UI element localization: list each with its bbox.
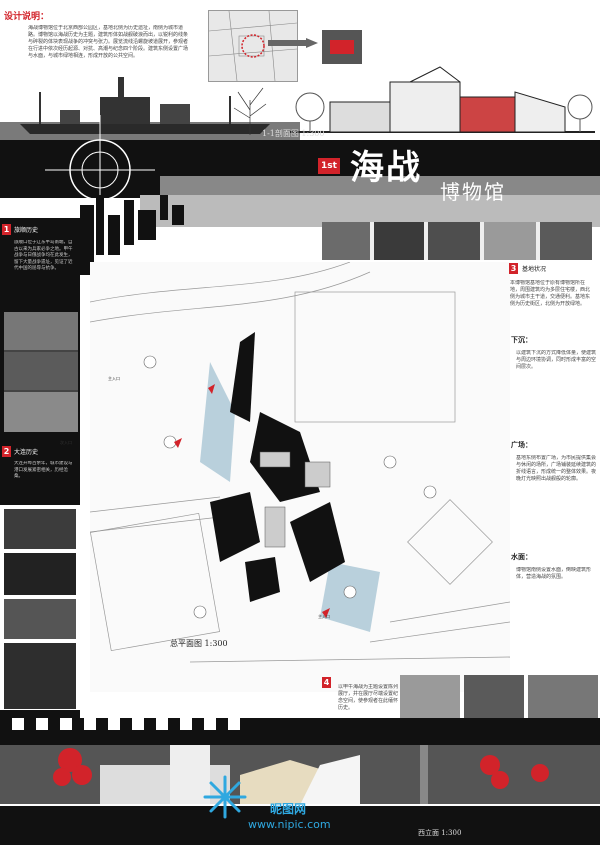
shuimian-heading: 水面：	[511, 553, 532, 561]
section-drawing	[290, 66, 595, 133]
xiachen-heading: 下沉：	[511, 336, 532, 344]
design-notes-heading: 设计说明：	[4, 12, 50, 22]
section-4-number: 4	[322, 677, 331, 688]
dalian-photos	[0, 505, 80, 710]
title-main: 海战	[350, 148, 422, 188]
section-4-text: 以甲午海战为主题设置陈列展厅，并在展厅尽端设置纪念空间，使参观者在此缅怀历史。	[338, 684, 398, 711]
design-notes-body: 海战博物馆位于北京西部公园区，基地北侧为历史遗址，南侧为城市道路。博物馆以海战历…	[28, 25, 188, 59]
section-2-text: 大连开埠百余年，城市建设与港口发展紧密相关，历经沧桑。	[14, 461, 73, 479]
section-2-number: 2	[2, 446, 11, 457]
site-plan-title: 总平面图 1:300	[170, 639, 228, 648]
arrow-icon	[268, 38, 318, 48]
watermark-site: 昵图网	[270, 802, 307, 816]
elevation-drawing	[0, 745, 600, 806]
naval-painting-strip	[400, 675, 598, 719]
history-photos	[4, 312, 78, 432]
section-title: 1-1剖面图 1:300	[262, 129, 325, 138]
title-badge: 1st	[318, 158, 340, 174]
section-3-label: 基地状况	[522, 266, 547, 273]
xiachen-text: 以建筑下沉的方式降低体量，使建筑与周边环境协调，同时形成丰富的空间层次。	[516, 350, 596, 370]
elevation-title: 西立面 1:300	[418, 829, 462, 837]
guangchang-text: 基地东侧布置广场，为市民提供集会与休闲的场所，广场铺装延续建筑的折线语言，形成统…	[516, 455, 596, 482]
section-1-text: 旅顺口位于辽东半岛南端，自古以来为兵家必争之地。甲午战争与日俄战争均在此发生，留…	[14, 240, 73, 271]
section-3-number: 3	[509, 263, 518, 274]
site-photo-thumbnail	[322, 30, 362, 64]
entrance-label-c: 主入口	[318, 614, 330, 619]
snowflake-icon	[203, 775, 247, 819]
section-2-label: 大连历史	[14, 449, 39, 456]
section-1-number: 1	[2, 224, 11, 235]
section-3-text: 本博物馆基地位于原有博物馆所在地，周围建筑均为多层住宅楼，西北侧为城市主干道，交…	[510, 280, 591, 307]
shuimian-text: 博物馆南侧设置水面，倒映建筑形体，营造海战的氛围。	[516, 567, 592, 580]
entrance-label-b: 次入口	[60, 440, 72, 445]
tree-icon	[233, 87, 267, 135]
entrance-label-a: 主入口	[108, 376, 120, 381]
pixel-pattern	[0, 718, 240, 730]
watermark-url: www.nipic.com	[248, 818, 331, 831]
site-plan	[90, 262, 510, 692]
section-1-label: 旅顺历史	[14, 227, 39, 234]
skyline-graphic	[80, 195, 184, 275]
title-sub: 博物馆	[440, 180, 506, 204]
city-photo-strip	[140, 195, 600, 227]
guangchang-heading: 广场：	[511, 441, 532, 449]
photo-strip	[322, 222, 592, 260]
